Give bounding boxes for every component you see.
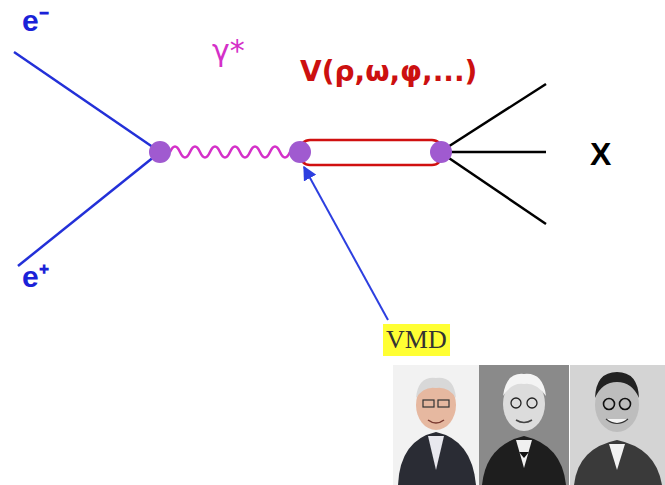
electron-line xyxy=(14,52,160,152)
propagator-label: γ* xyxy=(212,36,245,66)
hadron-line xyxy=(440,84,546,152)
vertex-dot xyxy=(430,141,452,163)
particle-label: e⁻ xyxy=(22,6,49,36)
portrait-photo xyxy=(393,365,479,485)
vertex-dot xyxy=(289,141,311,163)
propagator-label: V(ρ,ω,φ,...) xyxy=(300,58,477,86)
highlight-box: VMD xyxy=(383,324,450,356)
photon-propagator xyxy=(170,147,290,158)
portrait-photo xyxy=(570,365,665,485)
leader-arrow xyxy=(304,167,388,320)
box-text: VMD xyxy=(386,327,447,353)
portrait-photo xyxy=(479,365,569,485)
vertex-dot xyxy=(149,141,171,163)
hadron-line xyxy=(440,152,546,224)
final-state-label: X xyxy=(590,138,611,170)
particle-label: e⁺ xyxy=(22,262,49,292)
hadron-line xyxy=(440,151,546,154)
positron-line xyxy=(18,152,160,266)
meson-propagator xyxy=(300,140,442,165)
